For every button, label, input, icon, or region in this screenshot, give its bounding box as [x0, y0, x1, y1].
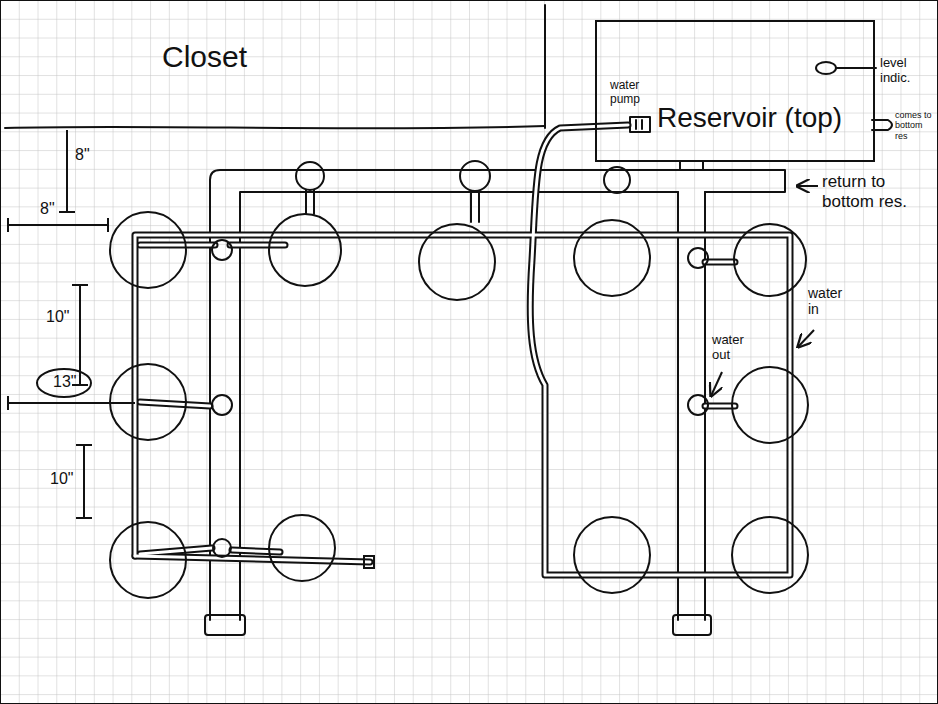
dimension-label: 8" — [75, 146, 90, 164]
dimension-label: 13" — [53, 373, 76, 391]
note-label: water in — [808, 285, 850, 317]
callout-arrow — [797, 185, 818, 187]
return-pipe — [678, 192, 705, 620]
closet-wall — [544, 5, 546, 128]
closet-wall — [5, 126, 545, 128]
return-hose — [872, 120, 892, 130]
plant-pot — [269, 515, 335, 581]
feed-tube — [135, 125, 790, 575]
feed-tube — [140, 245, 735, 554]
dimension-line — [76, 445, 92, 518]
drain-site — [688, 248, 708, 268]
pipe-cap — [205, 615, 245, 635]
plant-pot — [110, 212, 186, 288]
dimension-circle — [37, 369, 91, 397]
pump-symbol — [630, 117, 650, 132]
callout-arrow — [798, 330, 814, 347]
part-label: water pump — [610, 79, 652, 107]
leader-line — [836, 67, 876, 69]
dimension-line — [59, 130, 75, 212]
dimension-label: 10" — [50, 470, 73, 488]
note-label: comes to bottom res — [895, 110, 933, 141]
part-label: level indic. — [880, 56, 932, 86]
room-label: Closet — [162, 40, 247, 75]
dimension-line — [8, 218, 108, 232]
plant-pot — [269, 214, 341, 286]
drain-pipe — [680, 162, 703, 170]
plant-pot — [110, 522, 186, 598]
plant-pot — [732, 367, 808, 443]
plant-site — [296, 162, 324, 190]
callout-arrow — [711, 372, 722, 396]
plant-site — [604, 167, 630, 193]
drain-site — [212, 240, 232, 260]
plant-pot — [574, 220, 650, 296]
dimension-line — [8, 396, 135, 410]
drain-site — [212, 395, 232, 415]
tube-end-plug — [364, 556, 374, 568]
level-indicator — [816, 62, 836, 74]
plant-site — [460, 161, 490, 191]
pipe-cap — [673, 615, 711, 635]
drain-site — [213, 539, 231, 557]
feed-tube — [140, 245, 735, 554]
box-title: Reservoir (top) — [657, 102, 842, 134]
plant-pot — [732, 517, 808, 593]
note-label: water out — [712, 333, 752, 363]
dimension-label: 8" — [40, 200, 55, 218]
net-cup-stem — [306, 190, 479, 222]
plant-pot — [574, 517, 650, 593]
plant-pot — [419, 224, 495, 300]
plant-pot — [734, 224, 806, 296]
dimension-label: 10" — [46, 308, 69, 326]
feed-tube — [135, 125, 790, 575]
pump-symbol — [636, 120, 642, 129]
drain-site — [688, 395, 708, 415]
note-label: return to bottom res. — [822, 172, 930, 211]
